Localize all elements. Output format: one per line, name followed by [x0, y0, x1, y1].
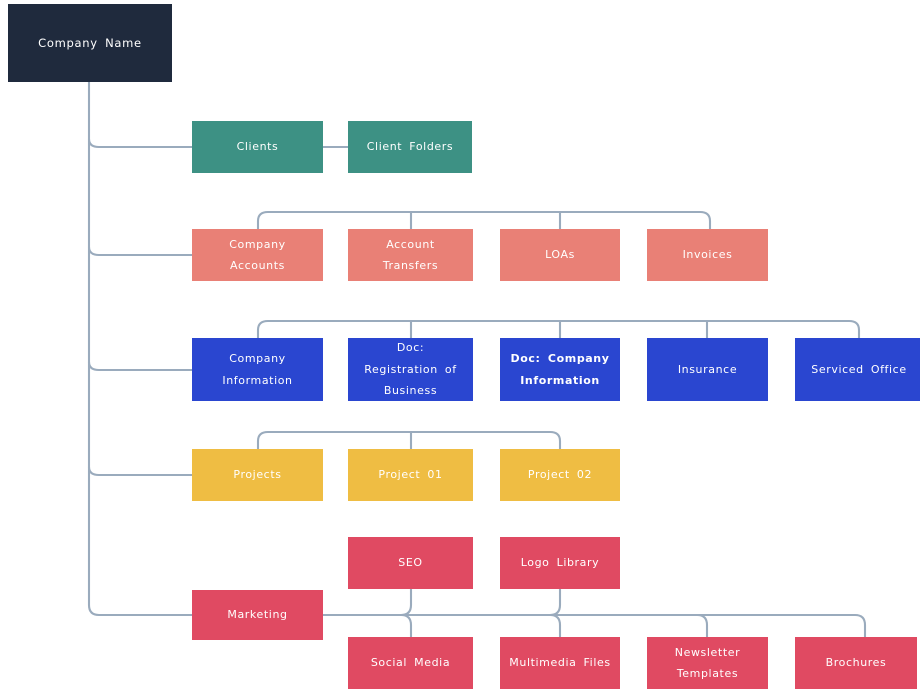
link-marketing-down-multimedia [548, 613, 562, 639]
node-label: Project 01 [378, 468, 443, 482]
link-marketing-up-seo [399, 587, 413, 617]
link-marketing-up-logo [548, 587, 562, 617]
node-company-information[interactable]: Company Information [192, 338, 323, 401]
node-newsletter-templates[interactable]: Newsletter Templates [647, 637, 768, 689]
node-label: Multimedia Files [509, 656, 611, 670]
link-root-information [87, 360, 194, 372]
link-root-projects [87, 465, 194, 477]
link-root-clients [87, 137, 194, 149]
node-insurance[interactable]: Insurance [647, 338, 768, 401]
node-label: Invoices [682, 248, 733, 262]
node-logo-library[interactable]: Logo Library [500, 537, 620, 589]
node-label: SEO [398, 556, 423, 570]
link-information-spine [256, 319, 861, 340]
node-client-folders[interactable]: Client Folders [348, 121, 472, 173]
node-label: Company Name [38, 35, 142, 50]
node-doc-registration-of-business[interactable]: Doc: Registration of Business [348, 338, 473, 401]
node-company-accounts[interactable]: Company Accounts [192, 229, 323, 281]
node-account-transfers[interactable]: Account Transfers [348, 229, 473, 281]
trunk-line [87, 80, 194, 617]
node-label: Projects [233, 468, 282, 482]
node-clients[interactable]: Clients [192, 121, 323, 173]
node-label: Insurance [677, 362, 738, 376]
node-loas[interactable]: LOAs [500, 229, 620, 281]
node-marketing[interactable]: Marketing [192, 590, 323, 640]
node-social-media[interactable]: Social Media [348, 637, 473, 689]
node-projects[interactable]: Projects [192, 449, 323, 501]
node-label: LOAs [545, 248, 575, 262]
node-seo[interactable]: SEO [348, 537, 473, 589]
root-node-company-name[interactable]: Company Name [8, 4, 172, 82]
node-label: Logo Library [520, 556, 600, 570]
node-label: Doc: Registration of Business [364, 341, 457, 398]
node-label: Social Media [370, 656, 451, 670]
node-project-01[interactable]: Project 01 [348, 449, 473, 501]
node-label: Client Folders [366, 140, 454, 154]
link-marketing-down-newsletter [695, 613, 709, 639]
node-invoices[interactable]: Invoices [647, 229, 768, 281]
link-marketing-down-brochures [853, 613, 867, 639]
node-label: Project 02 [527, 468, 593, 482]
node-label: Account Transfers [382, 237, 439, 272]
node-label: Brochures [825, 656, 887, 670]
node-label: Company Information [222, 352, 293, 387]
node-label: Newsletter Templates [674, 645, 741, 680]
node-label: Doc: Company Information [510, 352, 610, 387]
link-projects-spine [256, 430, 562, 451]
node-serviced-office[interactable]: Serviced Office [795, 338, 920, 401]
link-accounts-spine [256, 210, 712, 231]
link-marketing-down-social [399, 613, 413, 639]
node-doc-company-information[interactable]: Doc: Company Information [500, 338, 620, 401]
link-root-accounts [87, 245, 194, 257]
node-label: Serviced Office [811, 362, 907, 376]
node-project-02[interactable]: Project 02 [500, 449, 620, 501]
node-brochures[interactable]: Brochures [795, 637, 917, 689]
node-label: Clients [236, 140, 279, 154]
node-multimedia-files[interactable]: Multimedia Files [500, 637, 620, 689]
node-label: Marketing [227, 608, 288, 622]
node-label: Company Accounts [229, 237, 286, 272]
